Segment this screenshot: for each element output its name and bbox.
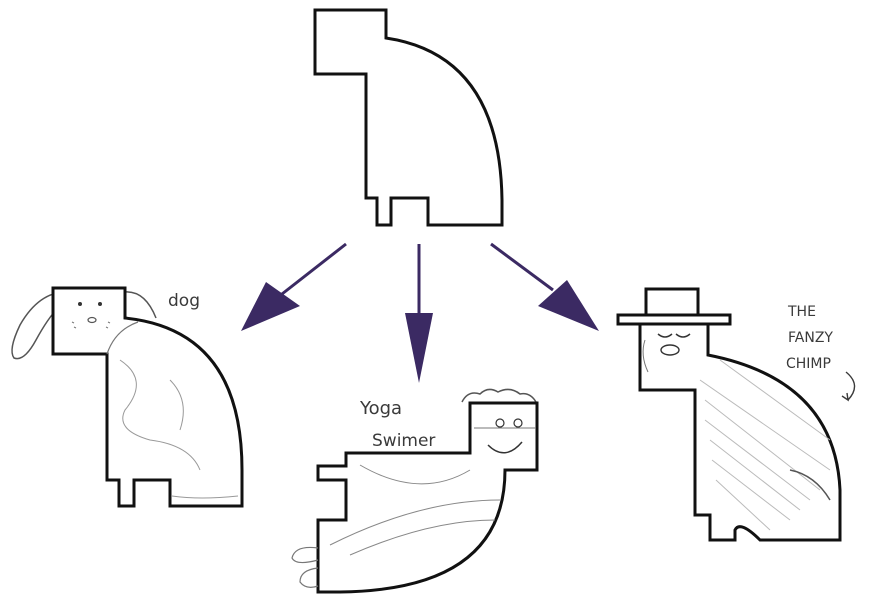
fancy-chimp-drawing: THE FANZY CHIMP: [616, 287, 856, 542]
arrow-down: [405, 244, 433, 383]
label-yoga-line2: Swimer: [372, 431, 435, 451]
dog-ear-left: [11, 291, 71, 360]
arrow-left: [241, 242, 347, 331]
label-chimp-line1: THE: [787, 304, 816, 320]
yoga-swimmer-drawing: Yoga Swimer: [291, 388, 539, 594]
label-chimp-line3: CHIMP: [786, 356, 831, 372]
dog-drawing: dog: [11, 286, 244, 508]
label-chimp-line2: FANZY: [788, 330, 833, 346]
dog-ear-right: [123, 291, 157, 319]
base-shape: [313, 8, 504, 227]
label-dog: dog: [168, 291, 200, 311]
label-yoga-line1: Yoga: [359, 398, 402, 419]
arrow-right: [490, 242, 599, 331]
